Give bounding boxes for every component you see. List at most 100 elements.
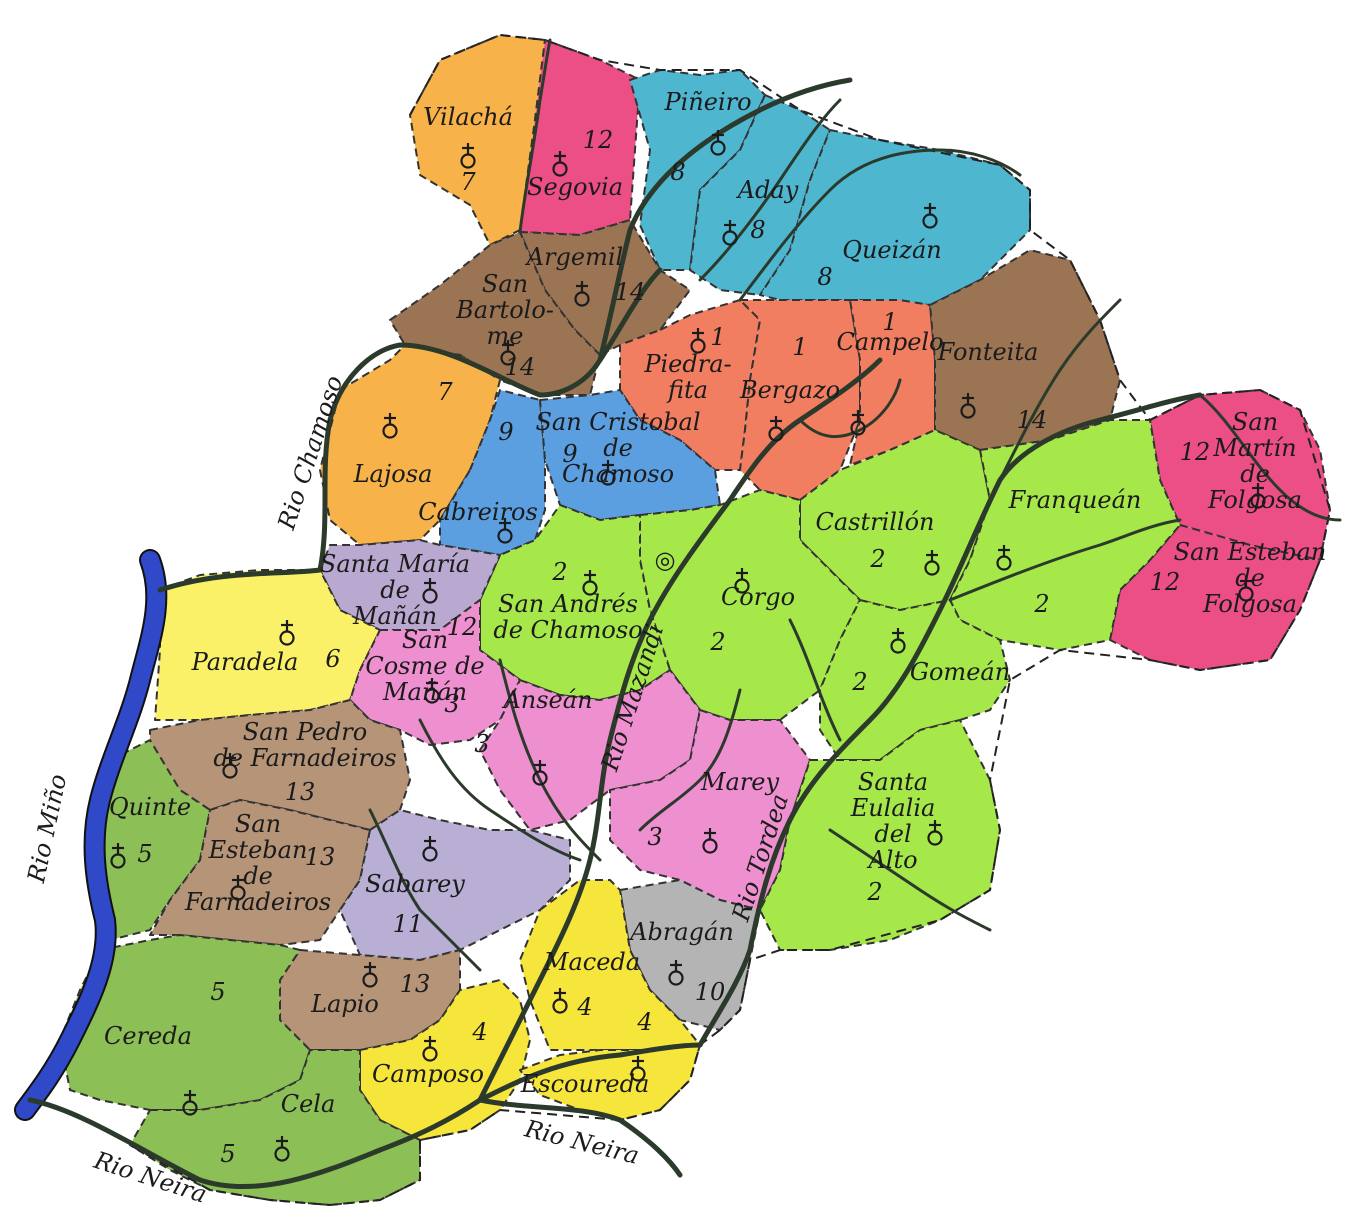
church-icon [230, 875, 246, 901]
church-icon [279, 620, 295, 646]
parish-number-san-andres-de-chamoso: 2 [551, 558, 567, 586]
church-icon [734, 568, 750, 594]
municipal-border [129, 33, 1332, 1207]
parish-label-line: Santa María [320, 550, 470, 578]
parish-label-queizan: Queizán [842, 236, 941, 264]
church-icon [927, 820, 943, 846]
parish-label-cereda: Cereda [104, 1022, 192, 1050]
rio-neira-lower [477, 1097, 683, 1178]
parish-number-cereda: 5 [210, 978, 225, 1006]
parish-label-line: de [1240, 460, 1270, 488]
parish-number-aday: 8 [750, 216, 765, 244]
parish-number-maceda: 4 [576, 993, 592, 1021]
parish-number-camposo: 4 [471, 1018, 487, 1046]
parish-label-escoureda: Escoureda [520, 1070, 650, 1098]
parish-number-piedrafita: 1 [710, 323, 725, 351]
parish-label-line: Folgosa [1202, 590, 1297, 618]
parish-label-line: de Chamoso [493, 616, 642, 644]
church-icon [382, 413, 398, 439]
parish-number-pineiro: 8 [670, 158, 685, 186]
parish-number-quinte: 5 [137, 840, 152, 868]
parish-number-santa-maria-de-manan: 12 [447, 613, 478, 641]
parish-label-line: Esteban [208, 836, 308, 864]
water-layer [14, 38, 1342, 1190]
church-icon [668, 960, 684, 986]
parish-number-corgo: 2 [709, 628, 725, 656]
bergazo-stream [798, 378, 902, 439]
parish-number-san-cosme-de-manan: 3 [444, 690, 459, 718]
municipal-seat-icon: ◎ [655, 546, 676, 574]
parish-label-franquean: Franqueán [1008, 486, 1142, 514]
parish-region-san-cosme-de-manan [349, 599, 521, 746]
church-icon [690, 328, 706, 354]
parish-label-line: Bartolo- [455, 296, 554, 324]
marey-stream [638, 688, 742, 832]
aday-stream [698, 98, 842, 282]
parish-label-marey: Marey [700, 768, 780, 796]
parish-label-vilacha: Vilachá [423, 103, 513, 131]
parish-label-castrillon: Castrillón [815, 508, 934, 536]
parish-region-segovia [519, 39, 641, 236]
parish-label-argemil: Argemil [525, 243, 623, 271]
parish-number-lapio: 13 [400, 970, 431, 998]
regions-layer [59, 33, 1332, 1207]
parish-number-queizan: 8 [817, 263, 832, 291]
parish-region-argemil [519, 219, 691, 356]
corgo-stream [788, 618, 842, 742]
parish-number-sabarey: 11 [393, 910, 424, 938]
parish-number-san-esteban-de-folgosa: 12 [1150, 568, 1181, 596]
church-icon [1238, 576, 1254, 602]
parish-label-line: de [380, 576, 410, 604]
eulalia-stream [828, 828, 992, 932]
parish-label-line: Mañán [382, 678, 467, 706]
parish-label-lapio: Lapio [310, 990, 379, 1018]
river-label-rio-mino: Rio Miño [22, 772, 72, 886]
parish-number-san-bartolome: 14 [505, 353, 536, 381]
church-icon [600, 460, 616, 486]
church-icon [422, 1036, 438, 1062]
church-icon [460, 143, 476, 169]
rio-mino-water [16, 551, 166, 1119]
parish-number-fonteita: 14 [1017, 406, 1048, 434]
parish-number-bergazo: 1 [792, 333, 807, 361]
parish-label-line: San [235, 810, 281, 838]
parish-label-cela: Cela [281, 1090, 336, 1118]
church-icon [768, 416, 784, 442]
church-icon [552, 151, 568, 177]
church-icon [532, 760, 548, 786]
church-icon [500, 340, 516, 366]
parish-label-paradela: Paradela [191, 648, 299, 676]
church-icon [996, 545, 1012, 571]
parish-label-line: Chamoso [562, 460, 674, 488]
rio-neira-line [27, 1042, 703, 1190]
parish-label-line: de [603, 434, 633, 462]
parish-region-santa-maria-de-manan [319, 539, 501, 631]
parish-label-line: Farnadeiros [184, 888, 331, 916]
parish-region-fonteita [929, 249, 1121, 451]
parish-number-vilacha: 7 [460, 168, 476, 196]
parish-number-san-esteban-de-farnadeiros: 13 [305, 843, 336, 871]
church-icon [362, 962, 378, 988]
parish-label-ansean: Anseán [501, 686, 592, 714]
parish-label-camposo: Camposo [372, 1060, 484, 1088]
parish-region-cereda [59, 934, 311, 1111]
cosme-stream [418, 718, 582, 862]
parish-number-ansean: 3 [474, 730, 489, 758]
parish-number-gomean: 2 [851, 668, 867, 696]
parish-region-cabreiros [439, 389, 546, 556]
segovia-stream [518, 38, 552, 234]
parish-number-marey: 3 [647, 823, 662, 851]
parish-number-santa-eulalia-del-alto: 2 [866, 878, 882, 906]
parish-number-cabreiros: 9 [498, 418, 513, 446]
church-icon [422, 836, 438, 862]
parish-number-escoureda: 4 [636, 1008, 652, 1036]
church-icon [722, 220, 738, 246]
parish-number-franquean: 2 [1033, 590, 1049, 618]
parish-label-gomean: Gomeán [910, 658, 1010, 686]
church-icon [552, 988, 568, 1014]
parish-number-san-cristobal-de-chamoso: 9 [562, 440, 577, 468]
